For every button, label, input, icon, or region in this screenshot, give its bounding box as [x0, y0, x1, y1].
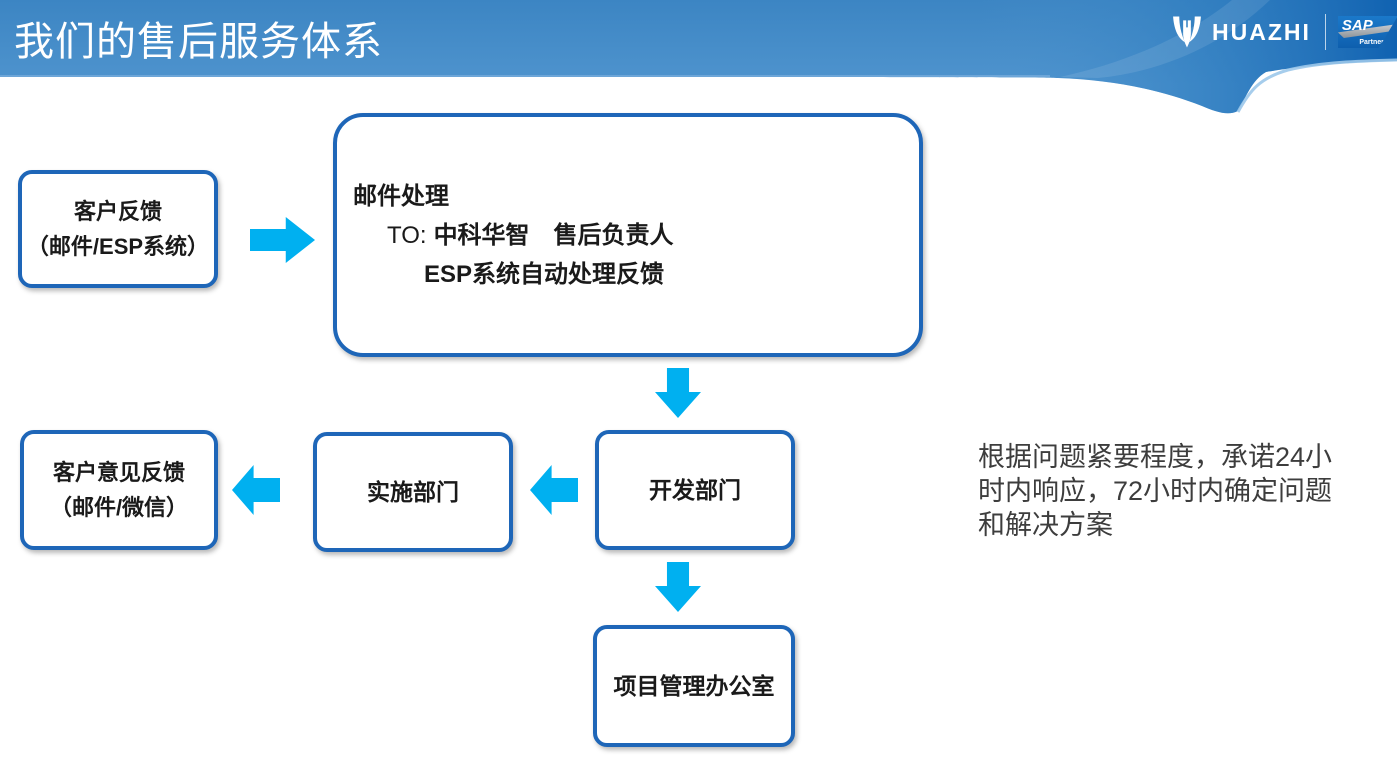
brand-logo-group: HUAZHI SAP Partner: [1170, 10, 1397, 54]
header-swoosh-edge: [1236, 58, 1397, 113]
to-value: 中科华智 售后负责人: [433, 222, 674, 249]
arrow-right-icon: [250, 217, 315, 263]
flow-box-pmo: 项目管理办公室: [593, 625, 795, 747]
pmo-label: 项目管理办公室: [613, 672, 775, 699]
header-swoosh-dark: [980, 0, 1397, 114]
customer-opinion-line1: 客户意见反馈: [52, 460, 185, 485]
implementation-label: 实施部门: [367, 478, 459, 505]
flow-box-email-handling: 邮件处理 TO:中科华智 售后负责人 ESP系统自动处理反馈: [333, 113, 923, 357]
flow-box-customer-feedback: 客户反馈 （邮件/ESP系统）: [18, 170, 218, 288]
arrow-left-icon: [530, 465, 578, 515]
arrow-down-icon: [655, 368, 701, 418]
arrow-left-icon: [232, 465, 280, 515]
development-label: 开发部门: [649, 476, 741, 503]
page-title: 我们的售后服务体系: [14, 20, 383, 64]
email-handling-to-line: TO:中科华智 售后负责人: [353, 216, 674, 255]
flow-box-development: 开发部门: [595, 430, 795, 550]
sap-partner-label: Partner: [1359, 39, 1384, 46]
customer-opinion-line2: （邮件/微信）: [49, 495, 189, 520]
to-prefix: TO:: [387, 222, 427, 249]
huazhi-logo-icon: [1173, 16, 1201, 48]
flow-box-implementation: 实施部门: [313, 432, 513, 552]
customer-feedback-line1: 客户反馈: [73, 199, 162, 224]
logo-separator: [1324, 14, 1326, 50]
sap-logo-text: SAP: [1341, 17, 1373, 34]
email-handling-text: 邮件处理 TO:中科华智 售后负责人 ESP系统自动处理反馈: [337, 117, 674, 294]
email-handling-title: 邮件处理: [353, 183, 449, 210]
arrow-down-icon: [655, 562, 701, 612]
header-banner: [0, 0, 1397, 114]
email-handling-esp-line: ESP系统自动处理反馈: [424, 261, 665, 288]
flow-box-customer-opinion: 客户意见反馈 （邮件/微信）: [20, 430, 218, 550]
sla-note: 根据问题紧要程度，承诺24小时内响应，72小时内确定问题和解决方案: [978, 442, 1333, 540]
huazhi-logo-text: HUAZHI: [1212, 18, 1311, 45]
customer-feedback-line2: （邮件/ESP系统）: [26, 234, 210, 259]
header-swoosh-highlight: [1060, 0, 1270, 78]
sap-partner-logo: SAP Partner: [1337, 16, 1397, 48]
